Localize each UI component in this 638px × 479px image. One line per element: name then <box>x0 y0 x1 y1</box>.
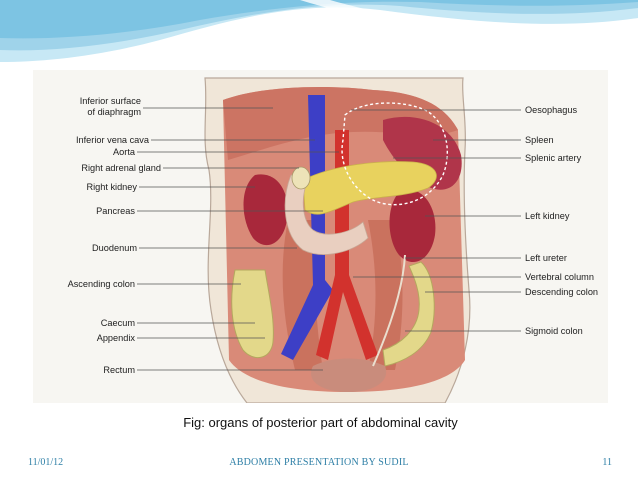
label-caecum: Caecum <box>101 318 136 328</box>
right-adrenal-gland <box>291 166 311 190</box>
right-kidney <box>243 174 288 246</box>
duodenum <box>284 174 369 255</box>
label-duodenum: Duodenum <box>92 243 137 253</box>
label-inferior-surface: Inferior surface <box>80 96 141 106</box>
leader-lines-left <box>137 107 339 371</box>
label-descending-colon: Descending colon <box>525 287 598 297</box>
footer-date: 11/01/12 <box>28 457 64 468</box>
left-ureter <box>372 254 406 367</box>
label-appendix: Appendix <box>97 333 136 343</box>
header-wave-decoration <box>0 0 638 62</box>
footer-title: ABDOMEN PRESENTATION BY SUDIL <box>229 457 409 468</box>
label-pancreas: Pancreas <box>96 206 135 216</box>
label-left-ureter: Left ureter <box>525 253 567 263</box>
label-splenic-artery: Splenic artery <box>525 153 582 163</box>
labels-right: Oesophagus Spleen Splenic artery Left ki… <box>525 105 598 336</box>
spleen <box>383 116 462 190</box>
label-sigmoid-colon: Sigmoid colon <box>525 326 583 336</box>
abdomen-illustration: Inferior surface of diaphragm Inferior v… <box>68 77 598 403</box>
label-inferior-vena-cava: Inferior vena cava <box>76 135 150 145</box>
diaphragm <box>223 87 458 160</box>
figure-caption: Fig: organs of posterior part of abdomin… <box>183 415 458 430</box>
stomach-outline <box>341 102 448 206</box>
label-right-kidney: Right kidney <box>86 182 137 192</box>
leader-lines-right <box>351 109 521 332</box>
labels-left: Inferior surface of diaphragm Inferior v… <box>68 96 161 375</box>
rectum <box>311 358 387 392</box>
label-right-adrenal-gland: Right adrenal gland <box>81 163 161 173</box>
anatomy-figure: Inferior surface of diaphragm Inferior v… <box>33 70 608 403</box>
footer-page-number: 11 <box>602 457 612 468</box>
label-oesophagus: Oesophagus <box>525 105 578 115</box>
label-aorta: Aorta <box>113 147 136 157</box>
descending-colon <box>382 261 435 367</box>
label-of-diaphragm: of diaphragm <box>87 107 141 117</box>
inferior-vena-cava <box>281 95 333 360</box>
ascending-colon <box>231 269 274 358</box>
label-rectum: Rectum <box>103 365 135 375</box>
label-ascending-colon: Ascending colon <box>68 279 135 289</box>
label-left-kidney: Left kidney <box>525 211 570 221</box>
left-kidney <box>389 189 436 263</box>
psoas-left <box>368 220 403 370</box>
pancreas <box>302 161 437 215</box>
label-spleen: Spleen <box>525 135 554 145</box>
label-vertebral-column: Vertebral column <box>525 272 594 282</box>
